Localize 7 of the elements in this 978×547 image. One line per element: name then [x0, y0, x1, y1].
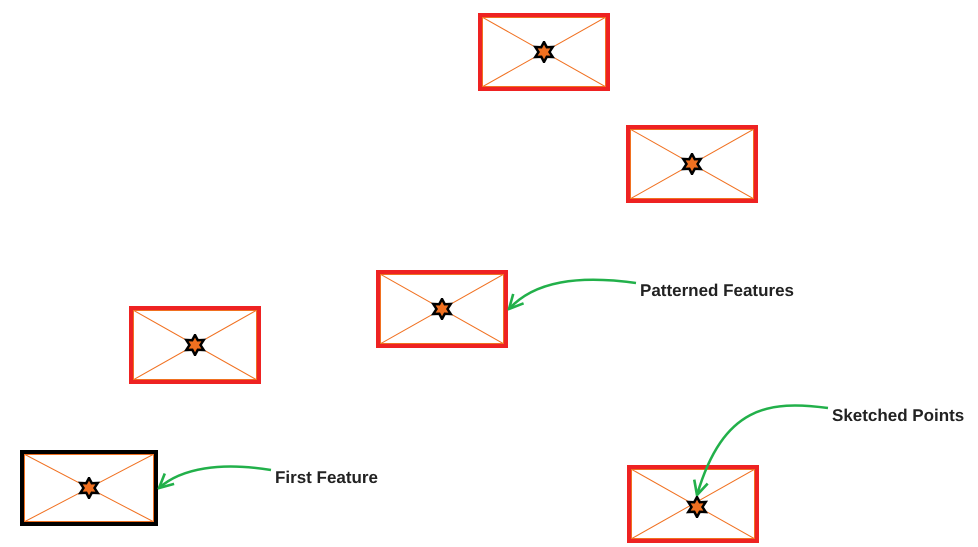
arrow [158, 465, 272, 490]
arrow [508, 278, 636, 310]
callout-text: First Feature [275, 468, 378, 488]
callout-text: Patterned Features [640, 281, 794, 301]
callout-text: Sketched Points [832, 406, 964, 426]
sketch-point-icon [686, 496, 708, 518]
arrow [694, 404, 828, 496]
